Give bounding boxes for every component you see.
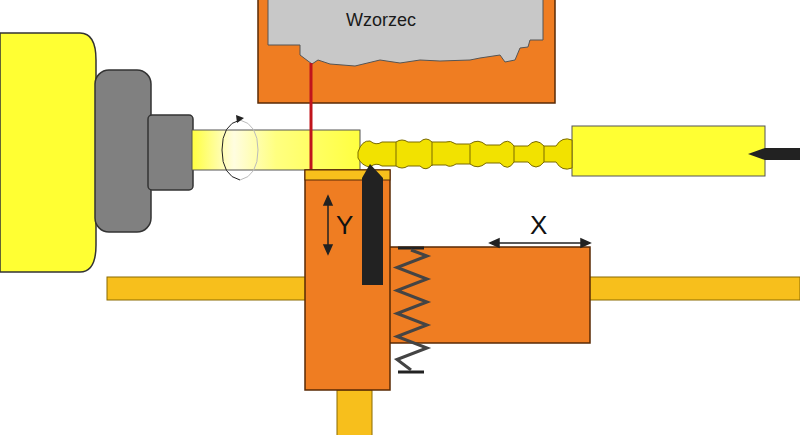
chuck-jaw: [148, 115, 193, 190]
axis-label: X: [530, 212, 547, 238]
slide-stem: [337, 390, 372, 435]
axis-label: Y: [336, 212, 353, 238]
spring: [397, 248, 427, 372]
tailstock-centre: [748, 148, 800, 160]
rotation-arrow: [222, 120, 240, 180]
spindle: [192, 130, 360, 170]
template-label: Wzorzec: [346, 10, 416, 31]
workpiece: [358, 139, 572, 169]
workpiece-grooves: [396, 142, 544, 166]
headstock: [0, 33, 96, 272]
tailstock: [572, 126, 765, 176]
template-box: Wzorzec: [268, 0, 543, 44]
motion-arrows: [324, 196, 590, 254]
cutting-tool: [362, 164, 383, 285]
rotation-arrowhead: [236, 115, 244, 123]
template: [268, 0, 543, 66]
chuck-body: [95, 70, 151, 232]
template-holder: [258, 0, 555, 103]
rotation-arrow-back: [240, 120, 258, 180]
stylus: [310, 63, 313, 170]
